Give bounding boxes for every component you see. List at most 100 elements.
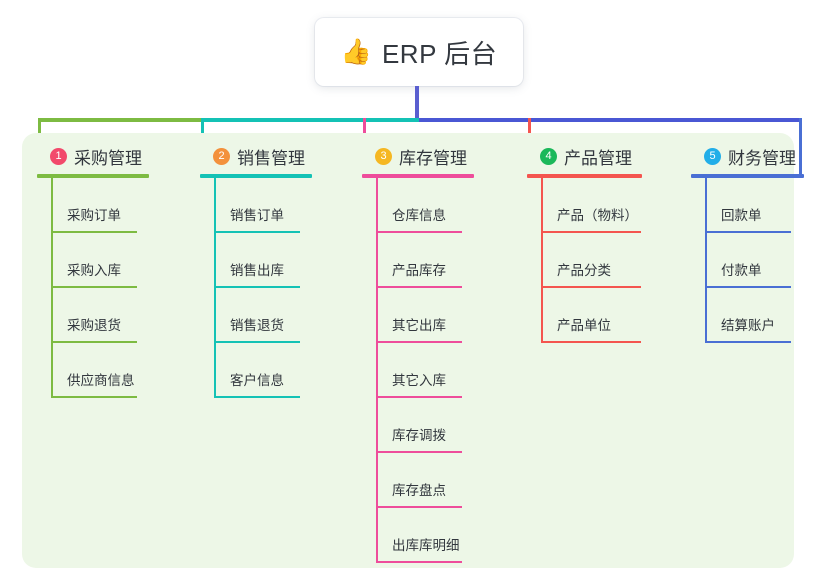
- column-title-3: 库存管理: [399, 148, 467, 168]
- column-spine-1: [51, 178, 53, 398]
- list-item-label: 库存调拨: [392, 428, 446, 443]
- column-header-rule-1: [37, 174, 149, 178]
- list-item-label: 库存盘点: [392, 483, 446, 498]
- column-title-4: 产品管理: [564, 148, 632, 168]
- column-5: 5 财务管理回款单付款单结算账户: [691, 144, 839, 343]
- list-item[interactable]: 供应商信息: [37, 343, 189, 398]
- list-item-rule: [214, 396, 300, 398]
- list-item-label: 其它出库: [392, 318, 446, 333]
- list-item[interactable]: 销售订单: [200, 178, 352, 233]
- column-header-2[interactable]: 2 销售管理: [200, 144, 352, 168]
- item-list-2: 销售订单销售出库销售退货客户信息: [200, 178, 352, 398]
- column-header-3[interactable]: 3 库存管理: [362, 144, 514, 168]
- list-item-rule: [376, 231, 462, 233]
- column-2: 2 销售管理销售订单销售出库销售退货客户信息: [200, 144, 352, 398]
- root-stem-connector: [415, 86, 419, 122]
- list-item-label: 结算账户: [721, 318, 775, 333]
- bus-segment-2: [201, 118, 419, 122]
- list-item[interactable]: 采购订单: [37, 178, 189, 233]
- list-item[interactable]: 库存调拨: [362, 398, 514, 453]
- column-badge-5: 5: [704, 147, 721, 165]
- item-list-5: 回款单付款单结算账户: [691, 178, 839, 343]
- list-item[interactable]: 结算账户: [691, 288, 839, 343]
- list-item[interactable]: 客户信息: [200, 343, 352, 398]
- list-item-rule: [376, 286, 462, 288]
- root-node-label: ERP 后台: [381, 38, 498, 69]
- column-spine-3: [376, 178, 378, 563]
- list-item-label: 供应商信息: [67, 373, 135, 388]
- list-item-rule: [705, 286, 791, 288]
- list-item-rule: [705, 231, 791, 233]
- column-header-4[interactable]: 4 产品管理: [527, 144, 682, 168]
- list-item[interactable]: 产品库存: [362, 233, 514, 288]
- root-node[interactable]: 👍 ERP 后台: [315, 18, 523, 86]
- column-badge-3: 3: [375, 147, 392, 165]
- list-item-label: 采购订单: [67, 208, 121, 223]
- column-spine-5: [705, 178, 707, 343]
- diagram-background-panel: [22, 133, 794, 568]
- column-header-rule-4: [527, 174, 642, 178]
- column-header-rule-3: [362, 174, 474, 178]
- list-item-rule: [376, 396, 462, 398]
- list-item-label: 采购退货: [67, 318, 121, 333]
- column-header-5[interactable]: 5 财务管理: [691, 144, 839, 168]
- column-badge-2: 2: [213, 147, 230, 165]
- list-item[interactable]: 回款单: [691, 178, 839, 233]
- list-item-label: 产品单位: [557, 318, 611, 333]
- list-item-label: 销售订单: [230, 208, 284, 223]
- list-item-rule: [376, 561, 462, 563]
- column-badge-4: 4: [540, 147, 557, 165]
- list-item-label: 回款单: [721, 208, 762, 223]
- column-3: 3 库存管理仓库信息产品库存其它出库其它入库库存调拨库存盘点出库库明细: [362, 144, 514, 563]
- list-item-rule: [214, 341, 300, 343]
- column-header-rule-5: [691, 174, 804, 178]
- list-item[interactable]: 其它入库: [362, 343, 514, 398]
- column-1: 1 采购管理采购订单采购入库采购退货供应商信息: [37, 144, 189, 398]
- list-item[interactable]: 产品分类: [527, 233, 682, 288]
- list-item-label: 产品库存: [392, 263, 446, 278]
- list-item-label: 仓库信息: [392, 208, 446, 223]
- list-item-rule: [51, 396, 137, 398]
- column-spine-2: [214, 178, 216, 398]
- list-item-label: 产品（物料）: [557, 208, 638, 223]
- list-item-rule: [541, 231, 641, 233]
- column-header-1[interactable]: 1 采购管理: [37, 144, 189, 168]
- column-title-5: 财务管理: [728, 148, 796, 168]
- list-item[interactable]: 其它出库: [362, 288, 514, 343]
- list-item-label: 客户信息: [230, 373, 284, 388]
- list-item[interactable]: 库存盘点: [362, 453, 514, 508]
- item-list-3: 仓库信息产品库存其它出库其它入库库存调拨库存盘点出库库明细: [362, 178, 514, 563]
- item-list-4: 产品（物料） 产品分类产品单位: [527, 178, 682, 343]
- list-item-rule: [541, 341, 641, 343]
- list-item-label: 采购入库: [67, 263, 121, 278]
- list-item-label: 其它入库: [392, 373, 446, 388]
- list-item[interactable]: 产品（物料）: [527, 178, 682, 233]
- list-item-label: 产品分类: [557, 263, 611, 278]
- column-title-1: 采购管理: [74, 148, 142, 168]
- list-item-label: 付款单: [721, 263, 762, 278]
- column-header-rule-2: [200, 174, 312, 178]
- column-title-2: 销售管理: [237, 148, 305, 168]
- list-item-rule: [51, 286, 137, 288]
- column-4: 4 产品管理产品（物料） 产品分类产品单位: [527, 144, 682, 343]
- list-item[interactable]: 仓库信息: [362, 178, 514, 233]
- list-item[interactable]: 销售退货: [200, 288, 352, 343]
- list-item-label: 销售退货: [230, 318, 284, 333]
- list-item-rule: [376, 451, 462, 453]
- list-item-label: 出库库明细: [392, 538, 460, 553]
- list-item[interactable]: 产品单位: [527, 288, 682, 343]
- list-item[interactable]: 销售出库: [200, 233, 352, 288]
- list-item-rule: [214, 286, 300, 288]
- column-badge-1: 1: [50, 147, 67, 165]
- list-item[interactable]: 出库库明细: [362, 508, 514, 563]
- list-item[interactable]: 采购入库: [37, 233, 189, 288]
- list-item-rule: [51, 341, 137, 343]
- list-item-rule: [51, 231, 137, 233]
- list-item-rule: [541, 286, 641, 288]
- bus-segment-3: [419, 118, 802, 122]
- list-item[interactable]: 采购退货: [37, 288, 189, 343]
- list-item-label: 销售出库: [230, 263, 284, 278]
- list-item[interactable]: 付款单: [691, 233, 839, 288]
- list-item-rule: [376, 506, 462, 508]
- list-item-rule: [214, 231, 300, 233]
